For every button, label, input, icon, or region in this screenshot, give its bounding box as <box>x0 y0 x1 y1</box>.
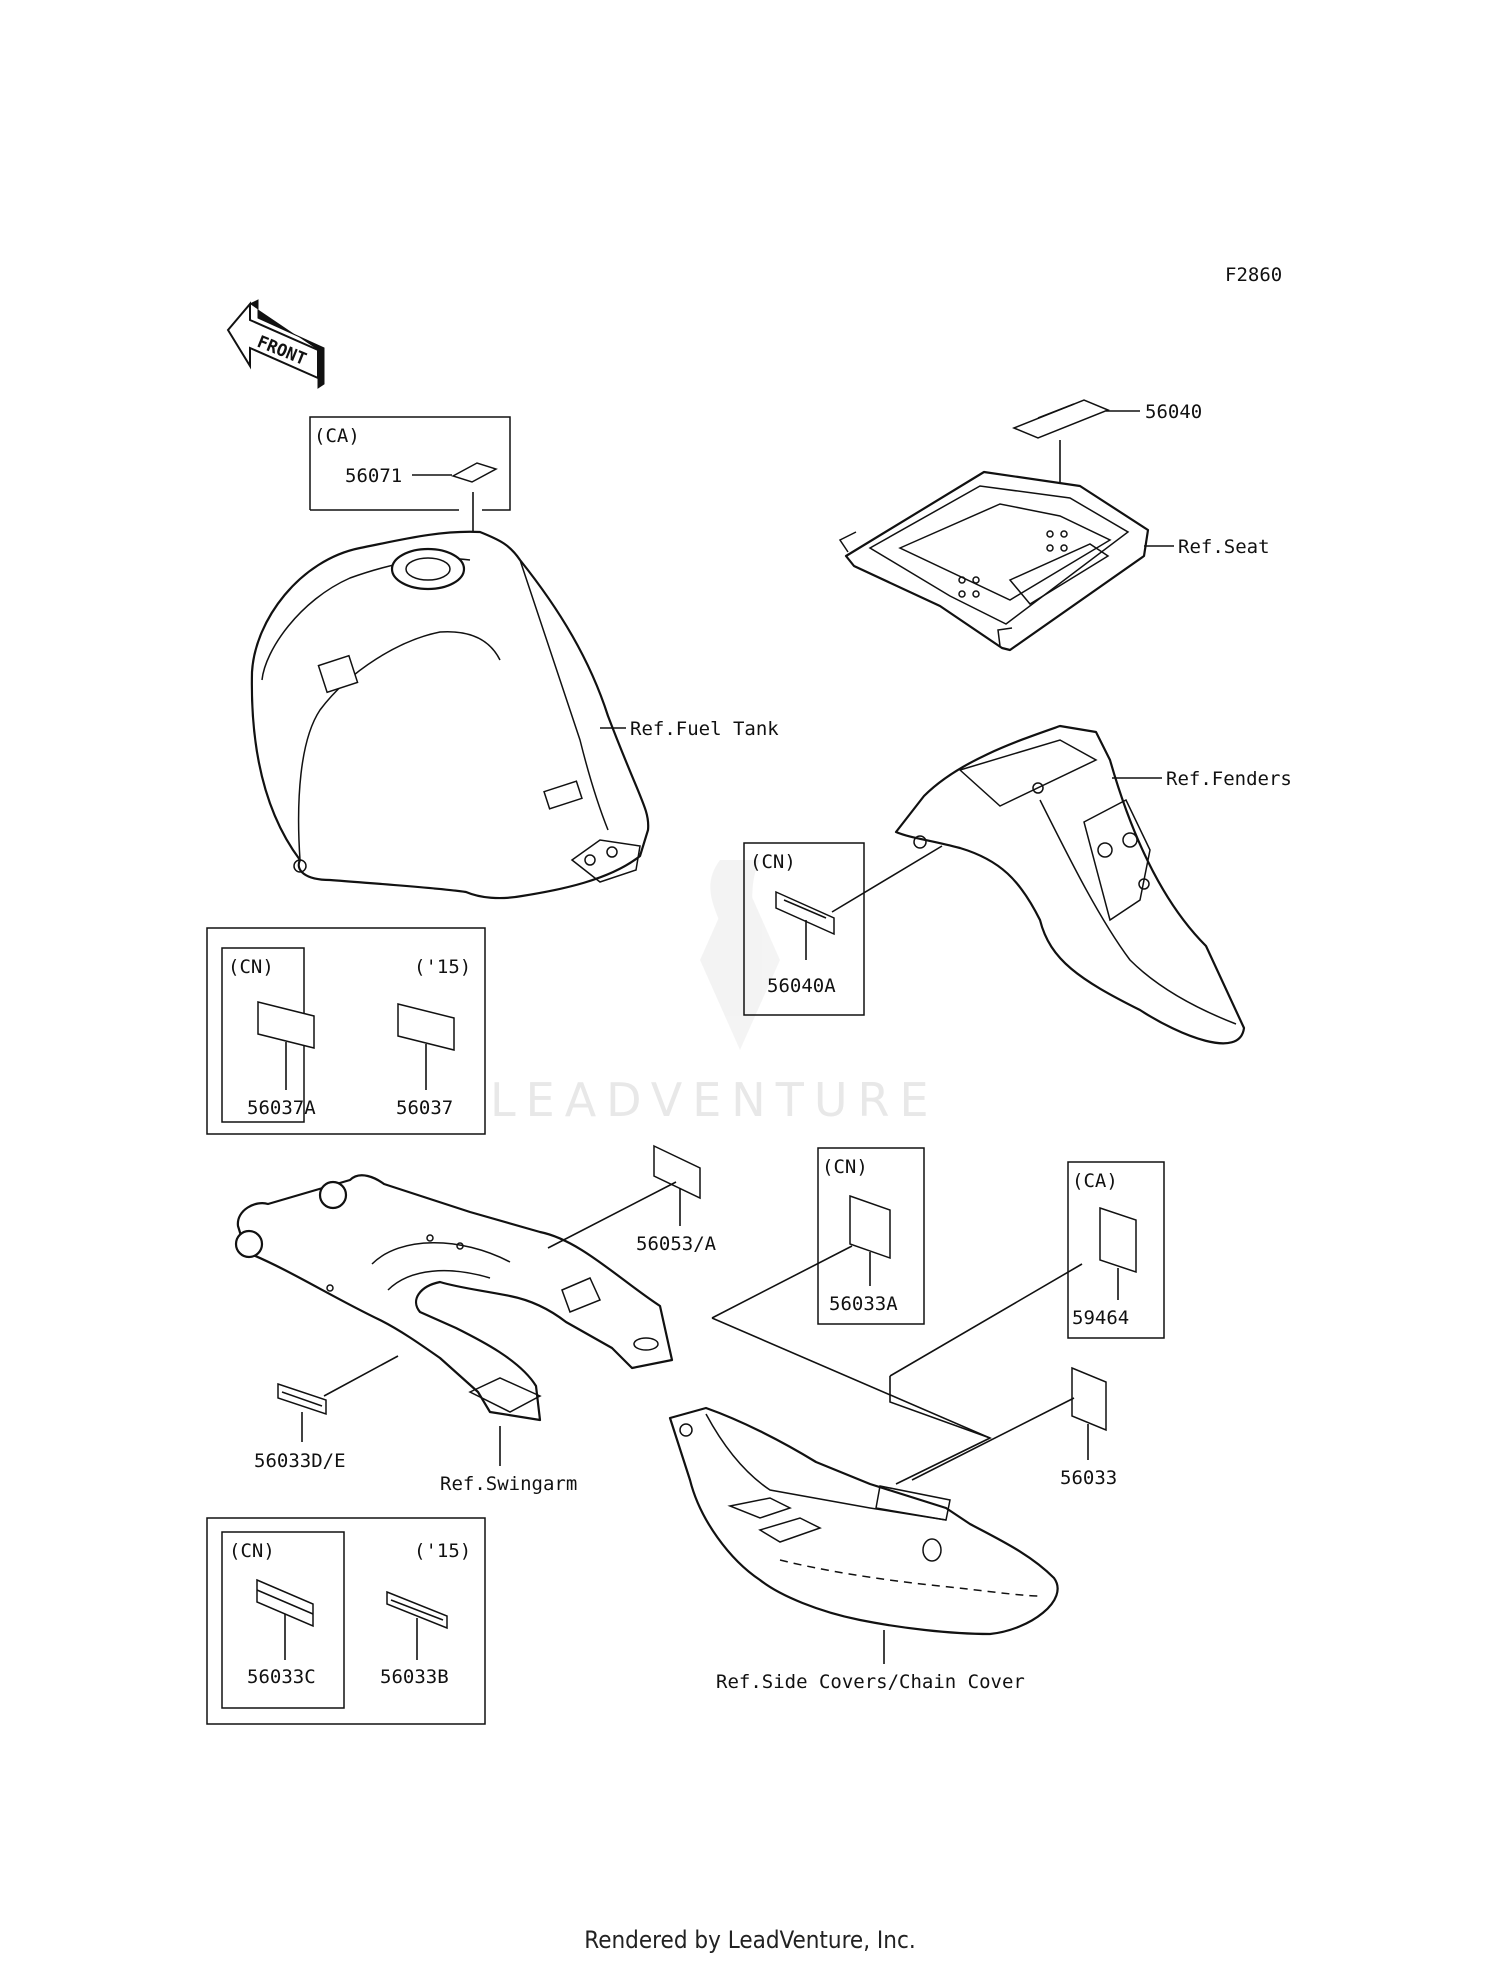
part-number-56033DE: 56033D/E <box>254 1450 346 1472</box>
box-ca-56071-tag: (CA) <box>314 425 360 447</box>
part-number-56033B: 56033B <box>380 1666 449 1688</box>
box-group-56033: (CN) ('15) 56033C 56033B <box>206 1517 486 1725</box>
rear-fender-part <box>894 724 1246 1045</box>
box-ca-59464-tag: (CA) <box>1072 1170 1118 1192</box>
box-ca-59464: (CA) 59464 <box>1067 1161 1165 1339</box>
decal-56053 <box>653 1144 701 1200</box>
part-number-56037: 56037 <box>396 1097 453 1119</box>
part-number-56053: 56053/A <box>636 1233 717 1255</box>
watermark-text: LEADVENTURE <box>490 1073 939 1127</box>
front-arrow-icon: FRONT <box>226 299 325 389</box>
ref-fenders: Ref.Fenders <box>1166 768 1292 790</box>
part-number-56040A: 56040A <box>767 975 836 997</box>
box-cn-56040A: (CN) 56040A <box>743 842 865 1016</box>
box-ca-56071: (CA) 56071 <box>309 416 511 612</box>
footer-credit: Rendered by LeadVenture, Inc. <box>584 1926 915 1954</box>
part-number-56033C: 56033C <box>247 1666 316 1688</box>
part-number-59464: 59464 <box>1072 1307 1129 1329</box>
box-cn-56033A-tag: (CN) <box>822 1156 868 1178</box>
box-cn-56033A: (CN) 56033A <box>817 1147 925 1325</box>
decal-56033A <box>849 1194 891 1260</box>
part-number-56071: 56071 <box>345 465 402 487</box>
box-56033-cn-tag: (CN) <box>229 1540 275 1562</box>
figure-id: F2860 <box>1225 264 1282 286</box>
swingarm-part <box>234 1174 674 1422</box>
part-number-56033: 56033 <box>1060 1467 1117 1489</box>
box-group-56037: (CN) ('15) 56037A 56037 <box>206 927 486 1135</box>
part-number-56037A: 56037A <box>247 1097 316 1119</box>
side-cover-part <box>668 1406 1059 1636</box>
ref-fuel-tank: Ref.Fuel Tank <box>630 718 779 740</box>
decal-56037A <box>257 1001 315 1049</box>
ref-swingarm: Ref.Swingarm <box>440 1473 577 1495</box>
watermark: LEADVENTURE <box>490 860 939 1127</box>
fuel-tank-part <box>250 530 650 900</box>
part-number-56033A: 56033A <box>829 1293 898 1315</box>
decal-56071 <box>451 462 498 483</box>
box-56037-cn-tag: (CN) <box>228 956 274 978</box>
decal-56040 <box>1012 399 1110 439</box>
box-56033-yr-tag: ('15) <box>414 1540 471 1562</box>
watermark-logo-icon <box>700 860 780 1050</box>
decal-59464 <box>1099 1206 1137 1274</box>
ref-seat: Ref.Seat <box>1178 536 1270 558</box>
part-number-56040: 56040 <box>1145 401 1202 423</box>
seat-part <box>838 470 1150 652</box>
decal-56033C <box>256 1578 314 1628</box>
box-cn-56040A-tag: (CN) <box>750 851 796 873</box>
box-56037-yr-tag: ('15) <box>414 956 471 978</box>
decal-56033 <box>1071 1366 1107 1432</box>
decal-56037 <box>397 1003 455 1051</box>
decal-56040A <box>775 890 835 936</box>
ref-side-covers: Ref.Side Covers/Chain Cover <box>716 1671 1025 1693</box>
